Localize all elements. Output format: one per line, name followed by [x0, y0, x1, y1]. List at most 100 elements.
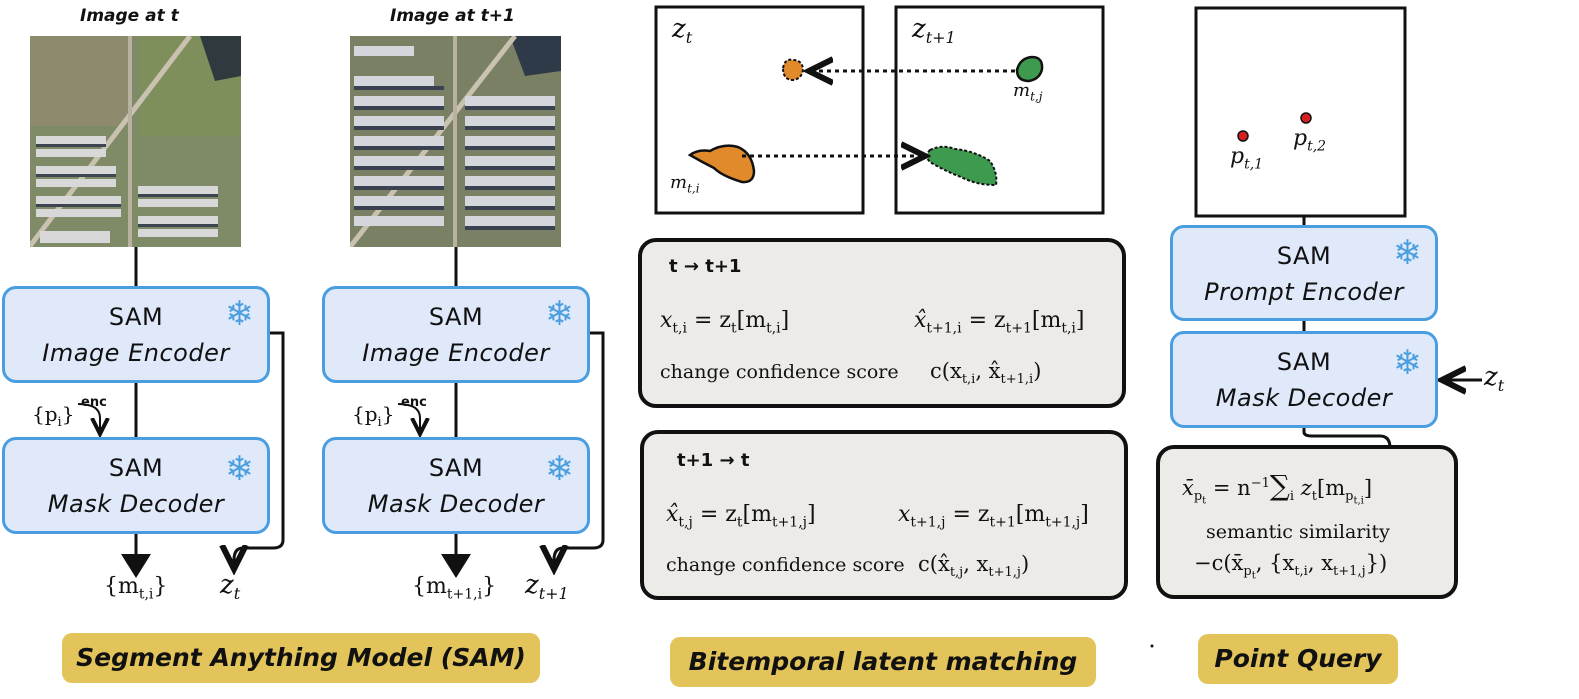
- latent-sub: t+1: [538, 584, 569, 604]
- mask-sub: t,i: [687, 181, 700, 196]
- encoder-name: Image Encoder: [362, 339, 550, 367]
- forward-title: t → t+1: [669, 256, 742, 277]
- eq-sub: t+1,j: [771, 514, 808, 531]
- latent-label-zt: zt: [672, 14, 692, 47]
- eq-sub-part: p: [1243, 564, 1252, 580]
- backward-title: t+1 → t: [677, 450, 750, 471]
- sam-badge: Segment Anything Model (SAM): [62, 633, 540, 683]
- backward-score-label: change confidence score: [666, 554, 905, 576]
- eq-sum: ∑: [1269, 469, 1290, 502]
- eq-part: [m: [1031, 308, 1062, 333]
- eq-part: [m: [1317, 476, 1346, 500]
- prompt-open: {p: [32, 402, 58, 426]
- latent-sub: t: [233, 584, 241, 604]
- eq-sub: t+1: [989, 514, 1016, 531]
- eq-sub: i: [1289, 489, 1295, 505]
- mask-orange-small: [781, 58, 805, 82]
- aerial-image-t1: [350, 36, 561, 247]
- eq-sub-part: p: [1193, 489, 1203, 505]
- eq-part: c(x: [930, 359, 962, 383]
- point-p: p: [1293, 126, 1308, 151]
- latent-arrow: [234, 331, 285, 566]
- backward-score: c(x̂t,j, xt+1,j): [918, 552, 1029, 580]
- eq-sub: t: [1311, 489, 1318, 505]
- stray-dot: [1150, 644, 1154, 648]
- mask-label-mtj: mt,j: [1013, 80, 1042, 104]
- decoder-output-arrow: [1302, 428, 1390, 470]
- eq-part: −c(x̄: [1194, 551, 1244, 575]
- prompt-encoder: SAM Prompt Encoder ❄: [1170, 225, 1438, 321]
- latent-z: z: [672, 14, 686, 44]
- eq-sub: pt,i: [1345, 489, 1364, 507]
- eq-sub: t,j: [949, 565, 964, 581]
- output-latent-t1: zt+1: [525, 570, 569, 603]
- enc-label-t: enc: [81, 395, 107, 410]
- eq-sup: −1: [1250, 476, 1270, 491]
- snowflake-icon: ❄: [545, 294, 574, 334]
- mask-decoder-t: SAM Mask Decoder ❄: [2, 437, 270, 534]
- output-close: }: [482, 574, 497, 599]
- snowflake-icon: ❄: [1393, 233, 1422, 273]
- latent-frame-t: [654, 5, 865, 215]
- eq-part: x: [898, 502, 911, 527]
- eq-part: x̄: [1182, 476, 1194, 500]
- point-latent-input: zt: [1484, 362, 1504, 395]
- eq-part: = n: [1206, 476, 1251, 500]
- eq-sub: t+1: [1005, 320, 1032, 337]
- eq-sub: t+1,j: [988, 565, 1021, 581]
- eq-part: [m: [736, 308, 767, 333]
- eq-part: , {x: [1255, 551, 1295, 575]
- forward-match-box: t → t+1 xt,i = zt[mt,i] x̂t+1,i = zt+1[m…: [638, 238, 1126, 408]
- eq-sub: t,i: [1061, 320, 1076, 337]
- mask-m: m: [1013, 80, 1031, 101]
- decoder-name: Mask Decoder: [367, 490, 545, 518]
- prompt-sub: i: [377, 415, 382, 430]
- prompt-sub: i: [57, 415, 62, 430]
- decoder-name: Mask Decoder: [1215, 384, 1393, 412]
- forward-eq2: x̂t+1,i = zt+1[mt,i]: [914, 308, 1085, 336]
- forward-score-label: change confidence score: [660, 361, 899, 383]
- snowflake-icon: ❄: [545, 449, 574, 489]
- eq-sub: t,i: [1294, 564, 1308, 580]
- eq-sub-part: p: [1345, 489, 1354, 505]
- eq-sub: t+1,j: [1333, 564, 1366, 580]
- mask-decoder-t1: SAM Mask Decoder ❄: [322, 437, 590, 534]
- encoder-title: SAM: [108, 303, 164, 331]
- mask-label-mti: mt,i: [670, 172, 700, 196]
- decoder-title: SAM: [428, 454, 484, 482]
- point-frame: [1194, 6, 1407, 218]
- output-latent-t: zt: [220, 570, 240, 603]
- eq-subsub: t,i: [1353, 495, 1364, 507]
- eq-part: ]: [1075, 308, 1085, 333]
- eq-part: = z: [945, 502, 990, 527]
- similarity-label: semantic similarity: [1206, 521, 1390, 543]
- output-open: {m: [412, 574, 447, 599]
- image-t1-title: Image at t+1: [390, 6, 515, 26]
- eq-part: c(x̂: [918, 552, 950, 576]
- eq-sub: t,i: [672, 320, 687, 337]
- prompt-encoder-name: Prompt Encoder: [1204, 278, 1404, 306]
- latent-label-zt1: zt+1: [912, 14, 956, 47]
- matching-badge: Bitemporal latent matching: [670, 637, 1096, 687]
- eq-part: ]: [1363, 476, 1373, 500]
- prompt-close: }: [61, 402, 75, 426]
- mask-m: m: [670, 172, 688, 193]
- eq-subsub: t: [1251, 570, 1256, 582]
- latent-z: z: [220, 570, 234, 600]
- output-masks-t1: {mt+1,i}: [412, 574, 496, 602]
- latent-z: z: [525, 570, 539, 600]
- latent-arrow: [554, 331, 605, 566]
- eq-sub: t,i: [766, 320, 781, 337]
- output-masks-t: {mt,i}: [104, 574, 167, 602]
- backward-match-box: t+1 → t x̂t,j = zt[mt+1,j] xt+1,j = zt+1…: [640, 430, 1128, 600]
- eq-part: , x̂: [975, 359, 1001, 383]
- eq-part: z: [1294, 476, 1312, 500]
- point-mask-decoder: SAM Mask Decoder ❄: [1170, 331, 1438, 428]
- eq-sub: t+1,j: [1045, 514, 1081, 531]
- prompt-points-t: {pi}: [32, 402, 74, 430]
- latent-sub: t: [1497, 376, 1505, 396]
- eq-subsub: t: [1202, 495, 1207, 507]
- prompt-arrow: [397, 403, 420, 432]
- output-open: {m: [104, 574, 139, 599]
- encoder-title: SAM: [428, 303, 484, 331]
